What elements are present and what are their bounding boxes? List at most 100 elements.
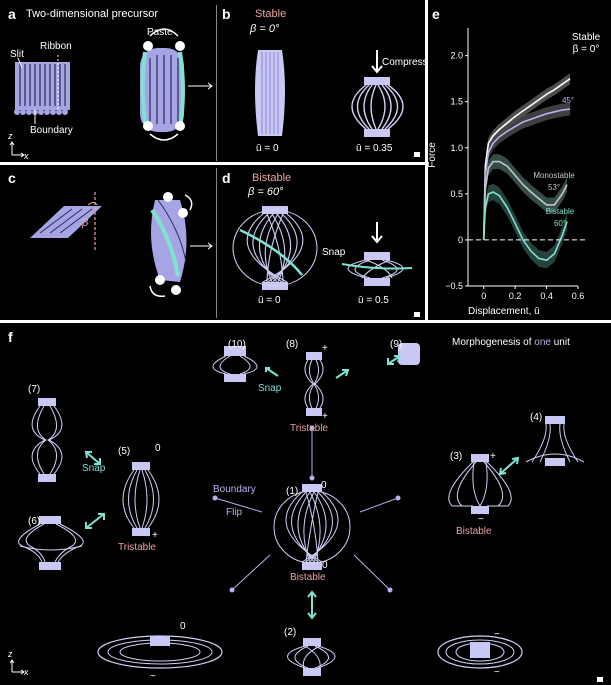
- panel-d-u-left: ū = 0: [258, 295, 281, 306]
- panel-d-u-right: ū = 0.5: [358, 295, 389, 306]
- state-6-id: (6): [28, 516, 41, 527]
- state-8-sign-bottom: +: [322, 411, 328, 422]
- bottom-left-sign-top: 0: [180, 621, 186, 632]
- snap-label-left: Snap: [82, 463, 106, 474]
- state-5-sign-top: 0: [155, 443, 161, 454]
- state-1-sign-bottom: 0: [322, 560, 328, 571]
- scale-bar-d: [414, 312, 420, 317]
- arrow-c-to-d: [190, 242, 213, 250]
- stable-cylinder: [255, 50, 285, 136]
- panel-d-angle: β = 60°: [248, 186, 284, 198]
- y-tick-label: 0.5: [450, 189, 463, 199]
- state-5-label: Tristable: [118, 542, 156, 553]
- state-3-bell: [448, 454, 512, 514]
- state-3-label: Bistable: [456, 526, 492, 537]
- state-10-id: (10): [228, 339, 246, 350]
- chart-ylabel: Force: [426, 142, 438, 168]
- bistable-snapped: [341, 222, 413, 286]
- bottom-left-sign-bottom: −: [150, 671, 156, 682]
- flip-label: Flip: [226, 507, 243, 518]
- boundary-label-f: Boundary: [213, 484, 256, 495]
- snap-arrows: [84, 355, 520, 620]
- divider-h-mid: [0, 320, 611, 323]
- series-line: [482, 78, 571, 240]
- series-label: 45°: [562, 96, 574, 105]
- axis-z-a: z: [8, 131, 13, 141]
- bottom-right-sign-bottom: −: [494, 667, 500, 678]
- panel-e-letter: e: [432, 6, 440, 22]
- panel-d-state: Bistable: [252, 172, 292, 184]
- bistable-sphere: [232, 206, 318, 290]
- y-tick-label: 0: [458, 235, 463, 245]
- series-band: [483, 102, 571, 240]
- series-line: [482, 108, 571, 240]
- axis-x-f: x: [24, 667, 29, 677]
- panel-b-u-left: ū = 0: [256, 143, 279, 154]
- slit-label: Slit: [10, 49, 24, 60]
- divider-v-ab: [216, 5, 217, 161]
- state-5-sign-bottom: +: [152, 530, 158, 541]
- scale-bar-f: [597, 677, 603, 682]
- series-label: Monostable: [533, 171, 575, 180]
- ribbon-label: Ribbon: [40, 41, 72, 52]
- state-2-flat: [287, 638, 336, 676]
- snap-label-top: Snap: [258, 383, 282, 394]
- bottom-right-sign-top: −: [494, 629, 500, 640]
- heading-pre: Morphogenesis of: [452, 337, 535, 348]
- panel-b-state: Stable: [255, 8, 287, 20]
- heading-post: unit: [550, 337, 570, 348]
- state-1-id: (1): [286, 486, 299, 497]
- state-9-id: (9): [390, 339, 403, 350]
- series-line: [482, 160, 568, 240]
- boundary-label: Boundary: [30, 125, 73, 136]
- panel-a-title: Two-dimensional precursor: [26, 8, 159, 20]
- heading-one: one: [534, 337, 551, 348]
- transition-arrows: [212, 425, 401, 593]
- compress-label: Compress: [382, 57, 428, 68]
- x-tick-label: 0.6: [572, 291, 585, 301]
- panel-b-u-right: ū = 0.35: [356, 143, 393, 154]
- axis-arrows-f: [9, 659, 25, 675]
- state-1-sign-top: 0: [321, 480, 327, 491]
- chart-xlabel: Displacement, ū: [468, 306, 540, 317]
- bottom-left-torus: [97, 635, 223, 669]
- state-3-id: (3): [450, 451, 463, 462]
- state-8-twisted: [304, 352, 324, 416]
- y-tick-label: −0.5: [445, 281, 463, 291]
- state-4-hourglass: [525, 416, 585, 466]
- state-5-id: (5): [118, 446, 131, 457]
- divider-h-top: [0, 162, 425, 165]
- state-5-tall: [122, 462, 160, 536]
- scale-bar-b: [414, 152, 420, 157]
- state-3-sign-bottom: −: [478, 514, 484, 525]
- series-label: 53°: [548, 183, 560, 192]
- precursor-sheet: [14, 55, 70, 124]
- state-10-bulge: [212, 346, 258, 382]
- y-tick-label: 1.5: [450, 97, 463, 107]
- panel-f-heading: Morphogenesis of one unit: [452, 338, 570, 348]
- x-tick-label: 0.2: [509, 291, 522, 301]
- paste-label: Paste: [147, 27, 173, 38]
- y-tick-label: 2.0: [450, 51, 463, 61]
- x-tick-label: 0: [481, 291, 486, 301]
- state-8-id: (8): [286, 339, 299, 350]
- rolled-precursor: [140, 28, 185, 141]
- divider-v-right: [425, 0, 428, 322]
- twisted-precursor: [149, 192, 193, 298]
- y-tick-label: 1.0: [450, 143, 463, 153]
- bottom-right-torus: [437, 635, 523, 669]
- x-tick-label: 0.4: [540, 291, 553, 301]
- state-8-sign-top: +: [322, 343, 328, 354]
- series-label: Bistable: [546, 207, 575, 216]
- state-1-label: Bistable: [290, 572, 326, 583]
- tilted-precursor: [30, 192, 102, 250]
- panel-b-angle: β = 0°: [250, 23, 280, 35]
- series-band: [483, 73, 571, 240]
- panel-f-letter: f: [8, 329, 13, 345]
- series-line: [482, 191, 568, 262]
- state-2-id: (2): [284, 627, 297, 638]
- panel-b-letter: b: [222, 6, 231, 22]
- arrow-a-to-b: [188, 82, 213, 90]
